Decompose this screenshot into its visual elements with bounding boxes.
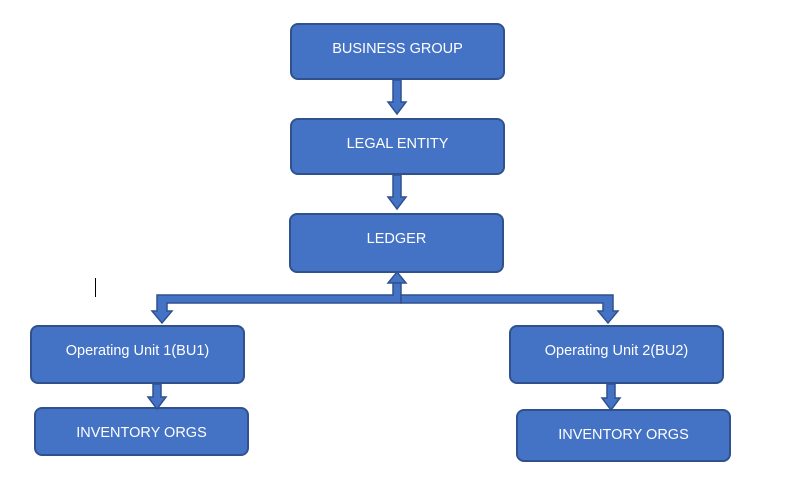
operating-unit-1-box: Operating Unit 1(BU1) bbox=[30, 325, 245, 384]
ledger-box: LEDGER bbox=[289, 213, 504, 273]
arrow-ou2-to-io2 bbox=[600, 383, 622, 412]
text-cursor bbox=[95, 278, 96, 297]
legal-entity-box: LEGAL ENTITY bbox=[290, 118, 505, 175]
arrow-ledger-to-ou2 bbox=[400, 294, 620, 325]
arrow-ledger-to-ou1 bbox=[150, 282, 402, 325]
business-group-box: BUSINESS GROUP bbox=[290, 23, 505, 80]
arrow-bg-to-le bbox=[386, 79, 408, 116]
inventory-orgs-2-box: INVENTORY ORGS bbox=[516, 409, 731, 462]
arrow-ou1-to-io1 bbox=[146, 383, 168, 411]
operating-unit-2-box: Operating Unit 2(BU2) bbox=[509, 325, 724, 384]
inventory-orgs-1-box: INVENTORY ORGS bbox=[34, 407, 249, 456]
arrow-le-to-ledger bbox=[386, 174, 408, 211]
arrow-ledger-up bbox=[386, 270, 408, 284]
